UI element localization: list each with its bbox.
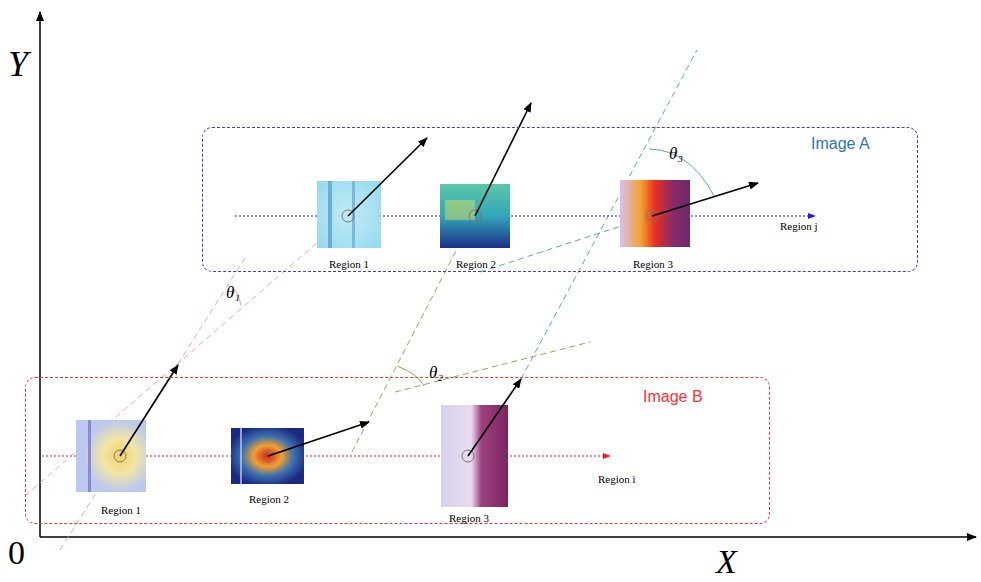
group-title: Image B [643, 388, 703, 406]
angle-label: θ₁ [226, 284, 240, 301]
axis-caption: Region j [780, 221, 818, 232]
region-caption: Region 3 [424, 511, 514, 525]
image-group-box: Image A Region 1 Region 2 Region 3 [202, 127, 918, 272]
region-node: Region 2 [224, 429, 314, 506]
group-title: Image A [811, 135, 870, 153]
region-node: Region 3 [424, 406, 514, 525]
region-node: Region 1 [76, 421, 166, 517]
region-node: Region 2 [431, 185, 521, 271]
image-group-box: Image B Region 1 Region 2 Region 3 [25, 377, 770, 524]
origin-label: 0 [8, 536, 25, 570]
angle-label: θ₃ [669, 145, 683, 162]
axis-label: Y [8, 46, 28, 82]
region-node: Region 1 [304, 182, 394, 271]
angle-label: θ₂ [429, 364, 443, 381]
region-caption: Region 3 [608, 257, 698, 271]
region-caption: Region 2 [431, 257, 521, 271]
region-caption: Region 2 [224, 492, 314, 506]
region-node: Region 3 [608, 181, 698, 271]
axis-label: X [716, 545, 737, 579]
region-caption: Region 1 [304, 257, 394, 271]
axis-caption: Region i [598, 474, 636, 485]
region-caption: Region 1 [76, 503, 166, 517]
